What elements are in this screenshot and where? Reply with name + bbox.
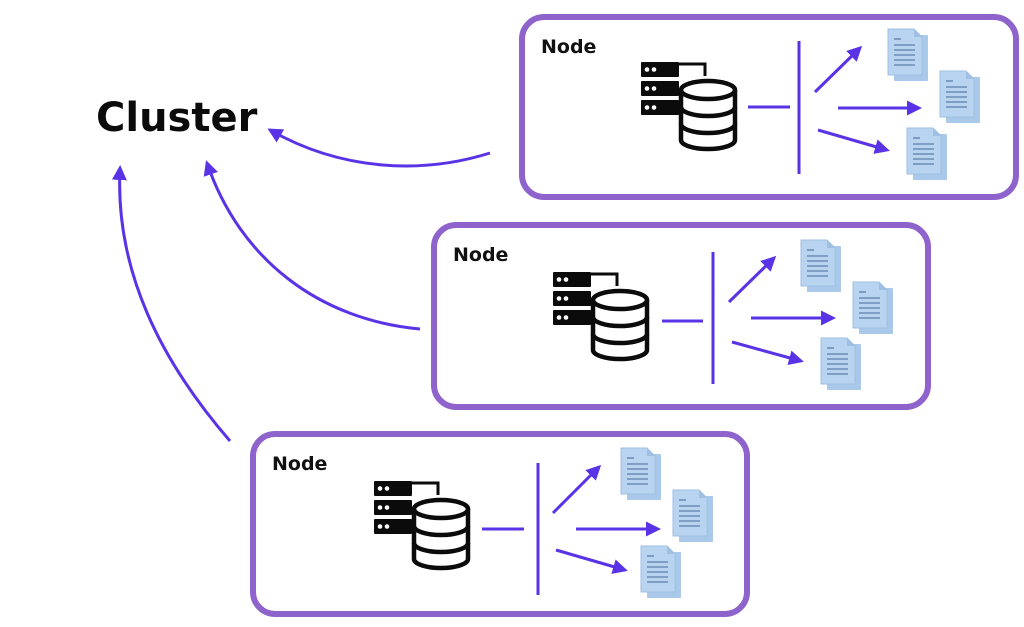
document-icon [820, 337, 862, 391]
document-icon [939, 70, 981, 124]
arrow-up [727, 255, 777, 304]
node-3: Node [250, 431, 750, 617]
document-icon [640, 545, 682, 599]
document-icon [620, 447, 662, 501]
arrow-up [813, 45, 863, 94]
node-label: Node [541, 36, 596, 58]
edge-node3-to-cluster [111, 165, 232, 442]
document-icon [906, 127, 948, 181]
edge-node2-to-cluster [203, 160, 421, 331]
document-icon [887, 28, 929, 82]
document-icon [800, 239, 842, 293]
cluster-title: Cluster [96, 95, 258, 141]
node-label: Node [272, 453, 327, 475]
node-label: Node [453, 244, 508, 266]
arrow-up [551, 464, 602, 515]
document-icon [672, 489, 714, 543]
node-1: Node [519, 14, 1019, 200]
arrow-down [817, 128, 890, 154]
node-2: Node [431, 222, 931, 410]
arrow-down [731, 340, 804, 366]
document-icon [852, 281, 894, 335]
arrow-down [555, 548, 628, 574]
edge-node1-to-cluster [267, 128, 491, 168]
